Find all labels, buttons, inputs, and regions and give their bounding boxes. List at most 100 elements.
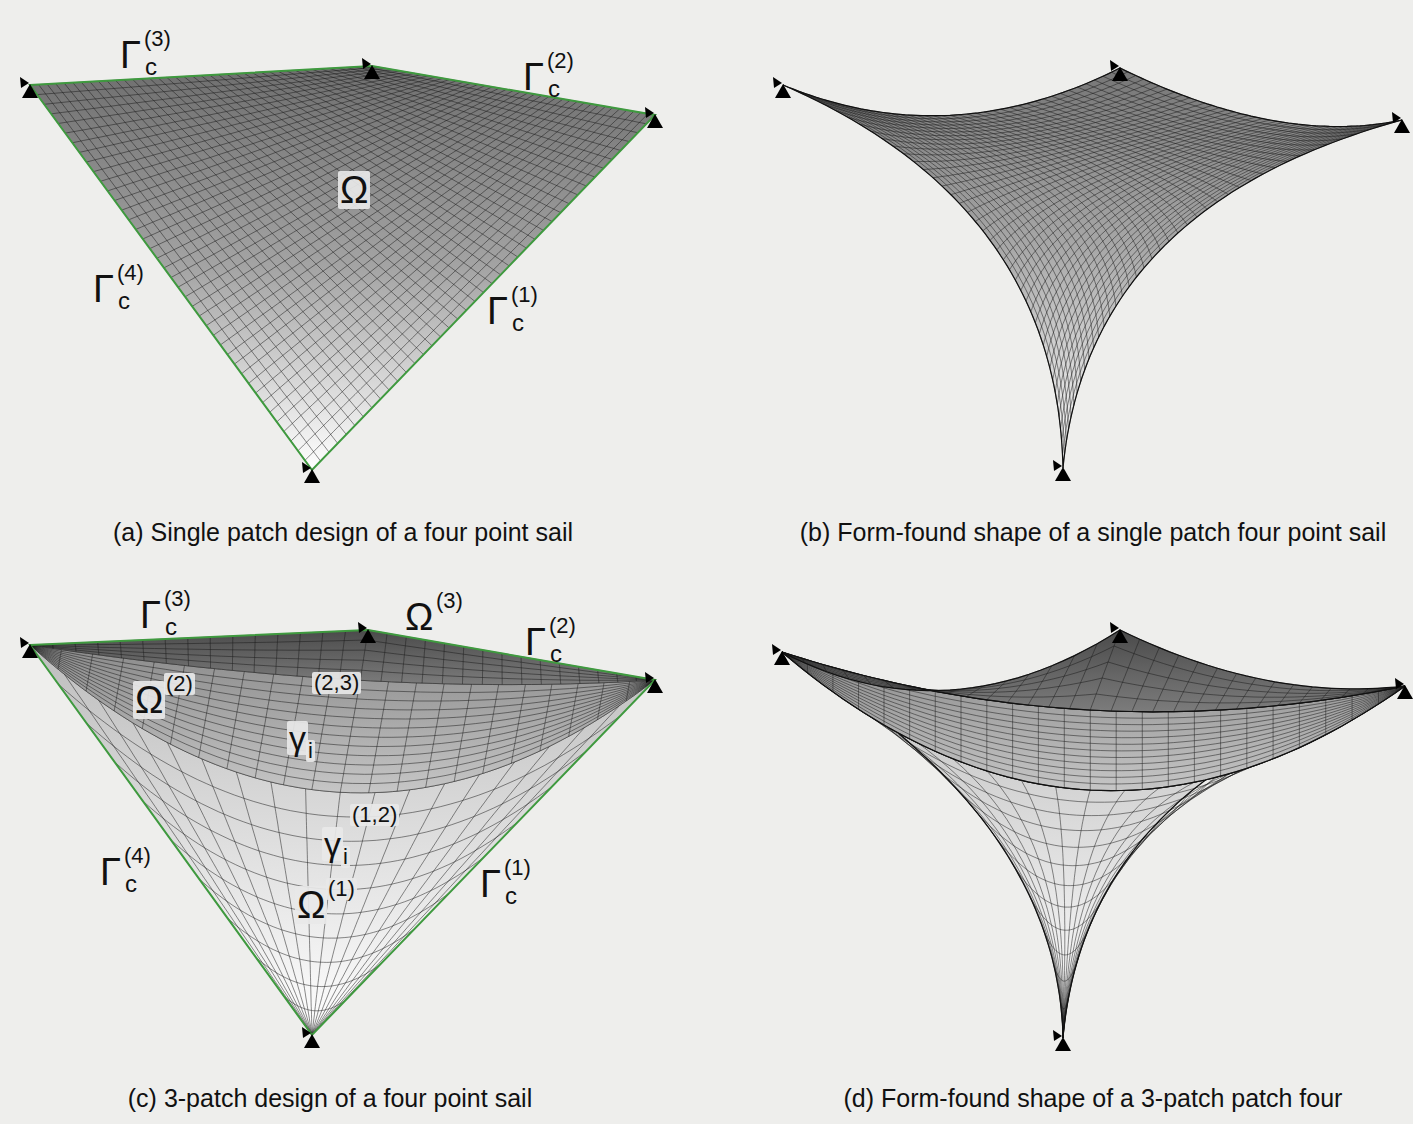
mesh-line <box>171 91 514 278</box>
mesh-line <box>115 81 457 201</box>
mesh-line <box>249 104 592 383</box>
support-symbol <box>1053 1030 1062 1041</box>
symbol-label: (3) <box>436 590 463 612</box>
mesh-line <box>98 642 99 655</box>
mesh-line <box>959 114 1241 204</box>
mesh-line <box>990 120 1270 240</box>
mesh-line <box>442 643 444 683</box>
mesh-line <box>51 70 393 114</box>
mesh-line <box>1021 780 1063 1038</box>
mesh-line <box>58 71 400 124</box>
symbol-label: i <box>341 846 350 868</box>
mesh-line <box>1132 648 1160 712</box>
mesh-line <box>108 80 450 191</box>
mesh-line <box>1236 678 1255 709</box>
mesh-line <box>559 663 560 684</box>
symbol-label: (2) <box>164 673 195 695</box>
mesh-line <box>967 114 1178 233</box>
support-symbol <box>1053 460 1062 471</box>
mesh-line <box>164 89 507 268</box>
symbol-label: (4) <box>124 845 151 867</box>
mesh-line <box>143 801 518 890</box>
support-symbol <box>22 84 38 98</box>
support-symbol <box>304 469 320 483</box>
support-symbol <box>360 629 376 643</box>
mesh-line <box>79 75 421 153</box>
mesh-line <box>234 102 577 365</box>
symbol-label: c <box>145 55 157 79</box>
mesh-line <box>501 653 502 684</box>
mesh-line <box>1062 122 1390 442</box>
mesh-line <box>782 630 1405 691</box>
mesh-line <box>381 633 387 681</box>
mesh-line <box>75 643 76 652</box>
mesh-line <box>1063 788 1160 1038</box>
support-symbol <box>645 672 654 683</box>
mesh-line <box>1050 126 1352 368</box>
mesh-line <box>782 652 1405 697</box>
mesh-line <box>908 115 1122 296</box>
symbol-label: c <box>548 77 560 101</box>
mesh-line <box>1053 126 1358 380</box>
subfigure-caption: (b) Form-found shape of a single patch f… <box>798 512 1388 552</box>
mesh-line <box>540 660 541 684</box>
mesh-line <box>987 771 1063 1038</box>
mesh-line <box>187 638 189 666</box>
mesh-line <box>1299 687 1312 703</box>
mesh-line <box>150 87 493 249</box>
subfigure-caption: (c) 3-patch design of a four point sail <box>10 1078 650 1118</box>
support-symbol <box>20 637 29 648</box>
mesh-line <box>835 83 1151 129</box>
mesh-line <box>143 86 485 239</box>
support-symbol <box>22 644 38 658</box>
symbol-label: Ω <box>338 171 370 209</box>
mesh-line <box>1063 782 1194 1038</box>
mesh-line <box>305 114 648 461</box>
mesh-line <box>521 657 523 685</box>
mesh-line <box>1111 639 1140 711</box>
mesh-line <box>101 78 443 181</box>
mesh-line <box>782 646 1405 691</box>
symbol-label: c <box>512 311 524 335</box>
membrane-patch <box>30 66 655 470</box>
mesh-line <box>1063 762 1264 1038</box>
mesh-line <box>990 820 1160 886</box>
support-symbol <box>302 1027 311 1038</box>
mesh-line <box>242 103 585 374</box>
mesh-line <box>1057 125 1370 404</box>
symbol-label: γ <box>287 721 308 755</box>
support-symbol <box>772 644 781 655</box>
support-symbol <box>358 622 367 633</box>
support-symbol <box>364 65 380 79</box>
mesh-line <box>917 115 1130 286</box>
mesh-line <box>1012 851 1134 908</box>
membrane-patch <box>783 68 1402 468</box>
mesh-line <box>1112 72 1387 130</box>
symbol-label: Γ <box>525 623 546 661</box>
support-symbol <box>647 114 663 128</box>
symbol-label: Γ <box>100 853 121 891</box>
support-symbol <box>773 77 782 88</box>
mesh-line <box>297 633 300 676</box>
mesh-line <box>1215 674 1236 711</box>
mesh-line <box>1063 120 1402 468</box>
mesh-line <box>791 88 1064 455</box>
mesh-line <box>783 68 1120 116</box>
mesh-line <box>318 632 323 678</box>
mesh-line <box>1059 124 1377 417</box>
symbol-label: Ω <box>133 681 165 719</box>
mesh-line <box>1061 123 1384 429</box>
mesh-line <box>1153 655 1179 712</box>
mesh-line <box>165 639 166 663</box>
subfigure-caption: (a) Single patch design of a four point … <box>23 512 663 552</box>
mesh-line <box>402 637 407 683</box>
symbol-label: (2,3) <box>312 672 361 694</box>
mesh-line <box>782 652 1405 712</box>
mesh-line <box>263 106 606 402</box>
symbol-label: Ω <box>295 886 327 924</box>
symbol-label: (2) <box>547 50 574 72</box>
symbol-label: i <box>306 740 315 762</box>
mesh-line <box>810 76 1136 122</box>
